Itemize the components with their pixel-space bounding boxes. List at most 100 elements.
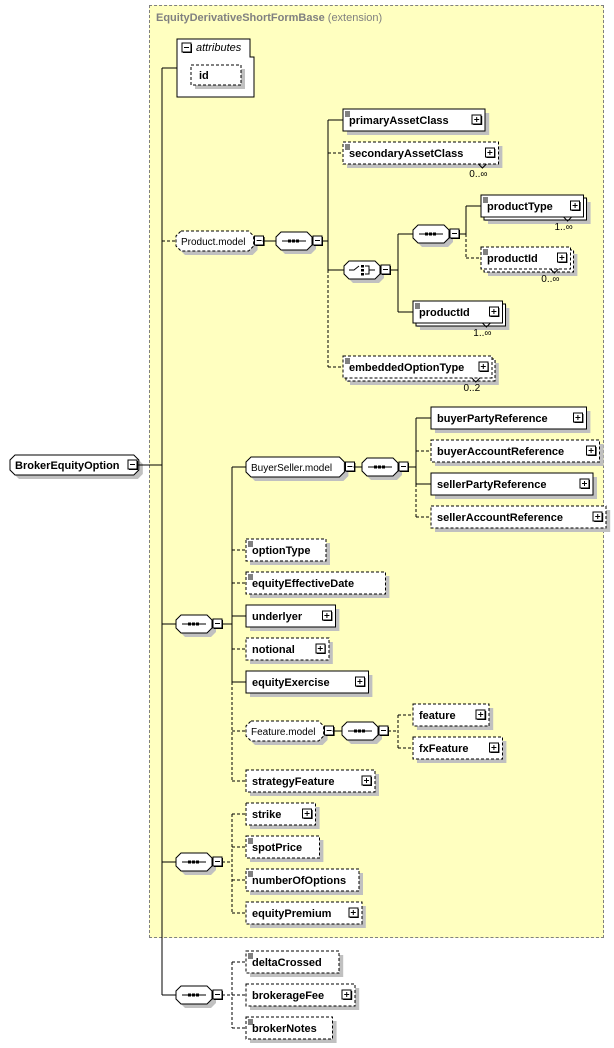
- element-equityEffectiveDate[interactable]: equityEffectiveDate: [245, 571, 390, 598]
- element-label: spotPrice: [252, 842, 302, 854]
- collapse-icon[interactable]: [449, 228, 460, 239]
- sequence-icon: [368, 465, 392, 469]
- element-equityExercise[interactable]: equityExercise: [245, 670, 373, 697]
- sequence-compositor-price[interactable]: [175, 852, 216, 875]
- cardinality-label: 1..∞: [554, 222, 572, 233]
- element-label: productId: [487, 253, 538, 265]
- element-feature[interactable]: feature: [412, 703, 494, 730]
- simple-content-icon: [248, 871, 253, 877]
- group-label: Feature.model: [251, 727, 315, 738]
- element-primaryAssetClass[interactable]: primaryAssetClass: [342, 108, 490, 135]
- element-label: sellerPartyReference: [437, 479, 546, 491]
- simple-content-icon: [248, 574, 253, 580]
- element-strike[interactable]: strike: [245, 802, 320, 829]
- element-numberOfOptions[interactable]: numberOfOptions: [245, 868, 363, 895]
- element-notional[interactable]: notional: [245, 637, 333, 664]
- sequence-compositor-buyer-seller[interactable]: [361, 457, 402, 480]
- expand-icon[interactable]: [471, 114, 483, 125]
- simple-content-icon: [248, 1019, 253, 1025]
- collapse-icon[interactable]: [312, 235, 323, 246]
- collapse-icon[interactable]: [378, 725, 389, 736]
- element-label: buyerAccountReference: [437, 446, 564, 458]
- element-spotPrice[interactable]: spotPrice: [245, 835, 324, 862]
- expand-icon[interactable]: [570, 200, 581, 211]
- sequence-compositor-broker[interactable]: [175, 985, 216, 1008]
- expand-icon[interactable]: [475, 709, 487, 720]
- expand-icon[interactable]: [315, 643, 326, 654]
- element-equityPremium[interactable]: equityPremium: [245, 901, 366, 928]
- cardinality-marker: [471, 377, 481, 383]
- element-sellerPartyReference[interactable]: sellerPartyReference: [430, 472, 597, 499]
- element-label: strike: [252, 809, 281, 821]
- expand-icon[interactable]: [488, 742, 500, 753]
- cardinality-marker: [478, 163, 487, 169]
- element-fxFeature[interactable]: fxFeature: [412, 736, 507, 763]
- element-sellerAccountReference[interactable]: sellerAccountReference: [430, 505, 611, 532]
- group-product-model[interactable]: Product.model: [175, 230, 258, 255]
- collapse-icon[interactable]: [127, 459, 138, 470]
- collapse-icon[interactable]: [212, 989, 223, 1000]
- element-optionType[interactable]: optionType: [245, 538, 330, 565]
- choice-compositor-product[interactable]: [343, 260, 384, 283]
- element-label: equityExercise: [252, 677, 330, 689]
- group-buyer-seller-model[interactable]: BuyerSeller.model: [245, 456, 349, 481]
- cardinality-label: 0..2: [463, 383, 480, 394]
- expand-icon[interactable]: [572, 412, 584, 423]
- simple-content-icon: [483, 249, 488, 255]
- extension-title: EquityDerivativeShortFormBase (extension…: [156, 12, 382, 24]
- attribute-id[interactable]: id: [190, 64, 245, 89]
- element-label: productId: [419, 307, 470, 319]
- collapse-icon[interactable]: [212, 856, 223, 867]
- extension-kind: (extension): [327, 12, 383, 24]
- element-label: productType: [487, 201, 553, 213]
- element-label: brokerNotes: [252, 1023, 317, 1035]
- expand-icon[interactable]: [361, 775, 372, 786]
- root-element[interactable]: BrokerEquityOption: [9, 454, 143, 479]
- expand-icon[interactable]: [348, 907, 359, 918]
- expand-icon[interactable]: [488, 306, 500, 317]
- sequence-icon: [282, 239, 306, 243]
- expand-icon[interactable]: [302, 808, 313, 819]
- expand-icon[interactable]: [321, 610, 333, 621]
- element-label: secondaryAssetClass: [349, 148, 463, 160]
- collapse-icon[interactable]: [212, 618, 223, 629]
- cardinality-marker: [563, 216, 572, 222]
- element-label: equityPremium: [252, 908, 332, 920]
- element-brokerageFee[interactable]: brokerageFee: [245, 983, 360, 1010]
- sequence-compositor-option[interactable]: [175, 614, 216, 637]
- expand-icon[interactable]: [579, 478, 590, 489]
- element-underlyer[interactable]: underlyer: [245, 604, 340, 631]
- sequence-compositor-feature[interactable]: [341, 721, 382, 744]
- element-buyerAccountReference[interactable]: buyerAccountReference: [430, 439, 604, 466]
- expand-icon[interactable]: [341, 989, 353, 1000]
- expand-icon[interactable]: [484, 147, 496, 158]
- element-label: equityEffectiveDate: [252, 578, 354, 590]
- cardinality-marker: [550, 268, 559, 274]
- element-brokerNotes[interactable]: brokerNotes: [245, 1016, 337, 1043]
- group-feature-model[interactable]: Feature.model: [245, 720, 328, 745]
- sequence-compositor-product[interactable]: [275, 231, 316, 254]
- collapse-icon[interactable]: [380, 264, 391, 275]
- collapse-icon[interactable]: [398, 461, 409, 472]
- expand-icon[interactable]: [556, 252, 568, 263]
- element-strategyFeature[interactable]: strategyFeature: [245, 769, 379, 796]
- expand-icon[interactable]: [354, 676, 366, 687]
- expand-icon[interactable]: [586, 445, 597, 456]
- sequence-icon: [182, 993, 206, 997]
- expand-icon[interactable]: [592, 511, 604, 522]
- element-deltaCrossed[interactable]: deltaCrossed: [245, 950, 344, 977]
- simple-content-icon: [345, 358, 350, 364]
- collapse-icon[interactable]: [181, 42, 192, 53]
- element-label: brokerageFee: [252, 990, 324, 1002]
- element-buyerPartyReference[interactable]: buyerPartyReference: [430, 406, 591, 433]
- expand-icon[interactable]: [478, 361, 489, 372]
- sequence-compositor-product-type[interactable]: [412, 224, 453, 247]
- element-label: strategyFeature: [252, 776, 335, 788]
